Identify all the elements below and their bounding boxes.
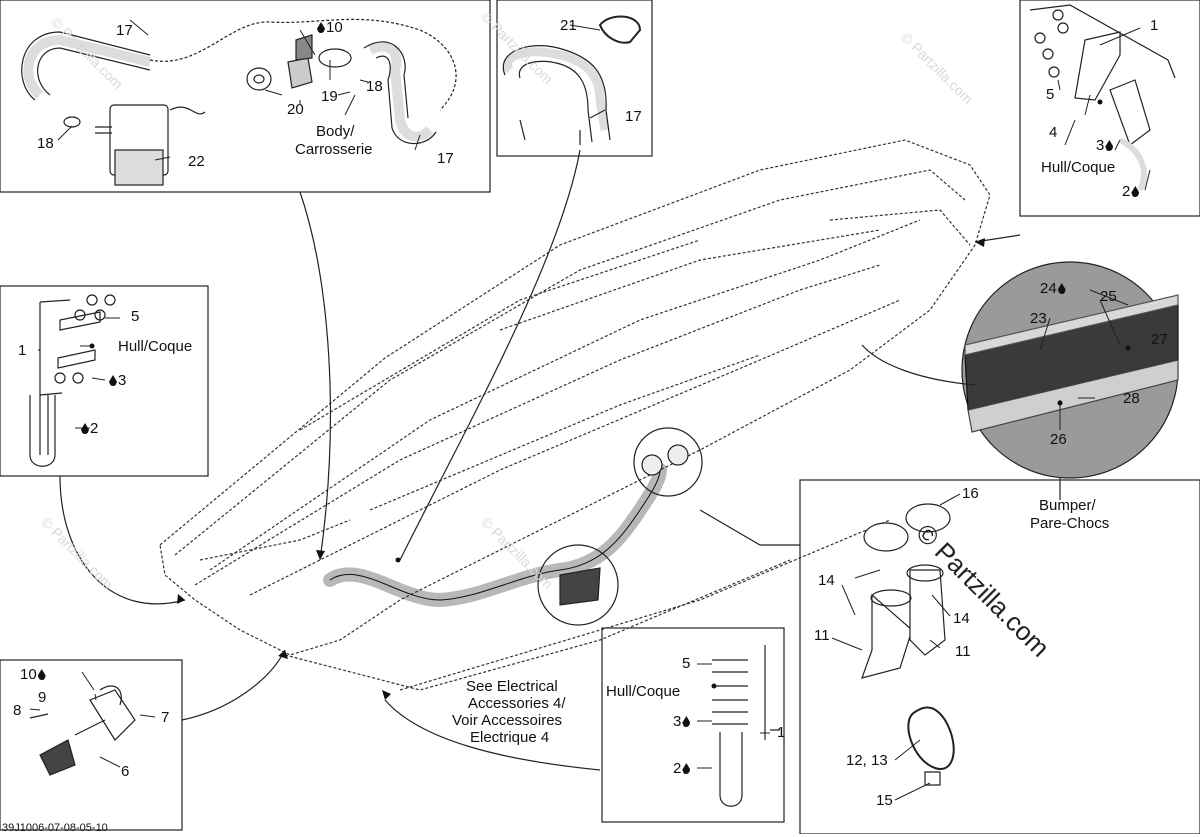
- sealant-drop-icon: [682, 716, 691, 727]
- part-label: 5: [131, 308, 140, 325]
- part-label: 11: [955, 643, 971, 660]
- part-label: 3: [108, 372, 126, 389]
- box-bracket-bottom: [601, 627, 785, 823]
- see-electrical-note: Electrique 4: [470, 729, 550, 746]
- see-electrical-note: See Electrical: [466, 678, 558, 695]
- part-label: 17: [625, 108, 642, 125]
- sealant-drop-icon: [682, 763, 691, 774]
- box-inlet-bottom-left: [0, 659, 183, 831]
- part-label: 5: [682, 655, 691, 672]
- diagram-code: 39J1006-07-08-05-10: [2, 822, 108, 834]
- part-label: 1: [18, 342, 27, 359]
- sealant-drop-icon: [1105, 140, 1114, 151]
- box-bracket-top-right: [1019, 0, 1200, 217]
- part-label: 1: [1150, 17, 1159, 34]
- part-label: 24: [1040, 280, 1067, 297]
- see-electrical-note: Accessories 4/: [468, 695, 566, 712]
- part-label: 22: [188, 153, 205, 170]
- part-label: 4: [1049, 124, 1058, 141]
- sealant-drop-icon: [37, 669, 46, 680]
- part-label: 3: [1096, 137, 1114, 154]
- part-label: 15: [876, 792, 893, 809]
- part-label: 2: [1122, 183, 1140, 200]
- part-label: 28: [1123, 390, 1140, 407]
- see-electrical-note: Voir Accessoires: [452, 712, 563, 729]
- part-label: 10: [316, 19, 343, 36]
- sealant-drop-icon: [317, 22, 325, 33]
- part-label: 14: [953, 610, 970, 627]
- sealant-drop-icon: [1131, 186, 1140, 197]
- part-label: 20: [287, 101, 304, 118]
- part-label: 21: [560, 17, 577, 34]
- hull-label: Hull/Coque: [606, 683, 681, 700]
- part-label: 5: [1046, 86, 1055, 103]
- sealant-drop-icon: [1057, 283, 1066, 294]
- part-label: 19: [321, 88, 338, 105]
- hull-label: Hull/Coque: [118, 338, 193, 355]
- sealant-drop-icon: [81, 423, 89, 434]
- sealant-drop-icon: [109, 375, 117, 386]
- part-label: 2: [673, 760, 691, 777]
- part-label: 18: [366, 78, 383, 95]
- part-label: 6: [121, 763, 130, 780]
- bumper-label: Bumper/: [1039, 497, 1096, 514]
- part-label: 16: [962, 485, 979, 502]
- part-label: 17: [437, 150, 454, 167]
- part-label: 12, 13: [846, 752, 888, 769]
- part-label: 17: [116, 22, 133, 39]
- part-label: 3: [673, 713, 691, 730]
- part-label: 25: [1100, 288, 1117, 305]
- hull-label: Hull/Coque: [1041, 159, 1116, 176]
- box-bracket-left: [0, 285, 209, 477]
- body-label: Carrosserie: [295, 141, 373, 158]
- part-label: 8: [13, 702, 22, 719]
- part-label: 7: [161, 709, 170, 726]
- part-label: 11: [814, 627, 830, 644]
- part-label: 18: [37, 135, 54, 152]
- box-bilge-pump: [0, 0, 491, 193]
- box-vents: [799, 479, 1200, 834]
- part-label: 10: [20, 666, 47, 683]
- part-label: 26: [1050, 431, 1067, 448]
- box-hose-clamp: [496, 0, 653, 157]
- part-label: 9: [38, 689, 47, 706]
- bumper-label: Pare-Chocs: [1030, 515, 1110, 532]
- part-label: 23: [1030, 310, 1047, 327]
- part-label: 14: [818, 572, 835, 589]
- hull-outline: [159, 139, 991, 656]
- part-label: 2: [80, 420, 98, 437]
- part-label: 1: [777, 724, 786, 741]
- part-label: 27: [1151, 331, 1168, 348]
- body-label: Body/: [316, 123, 355, 140]
